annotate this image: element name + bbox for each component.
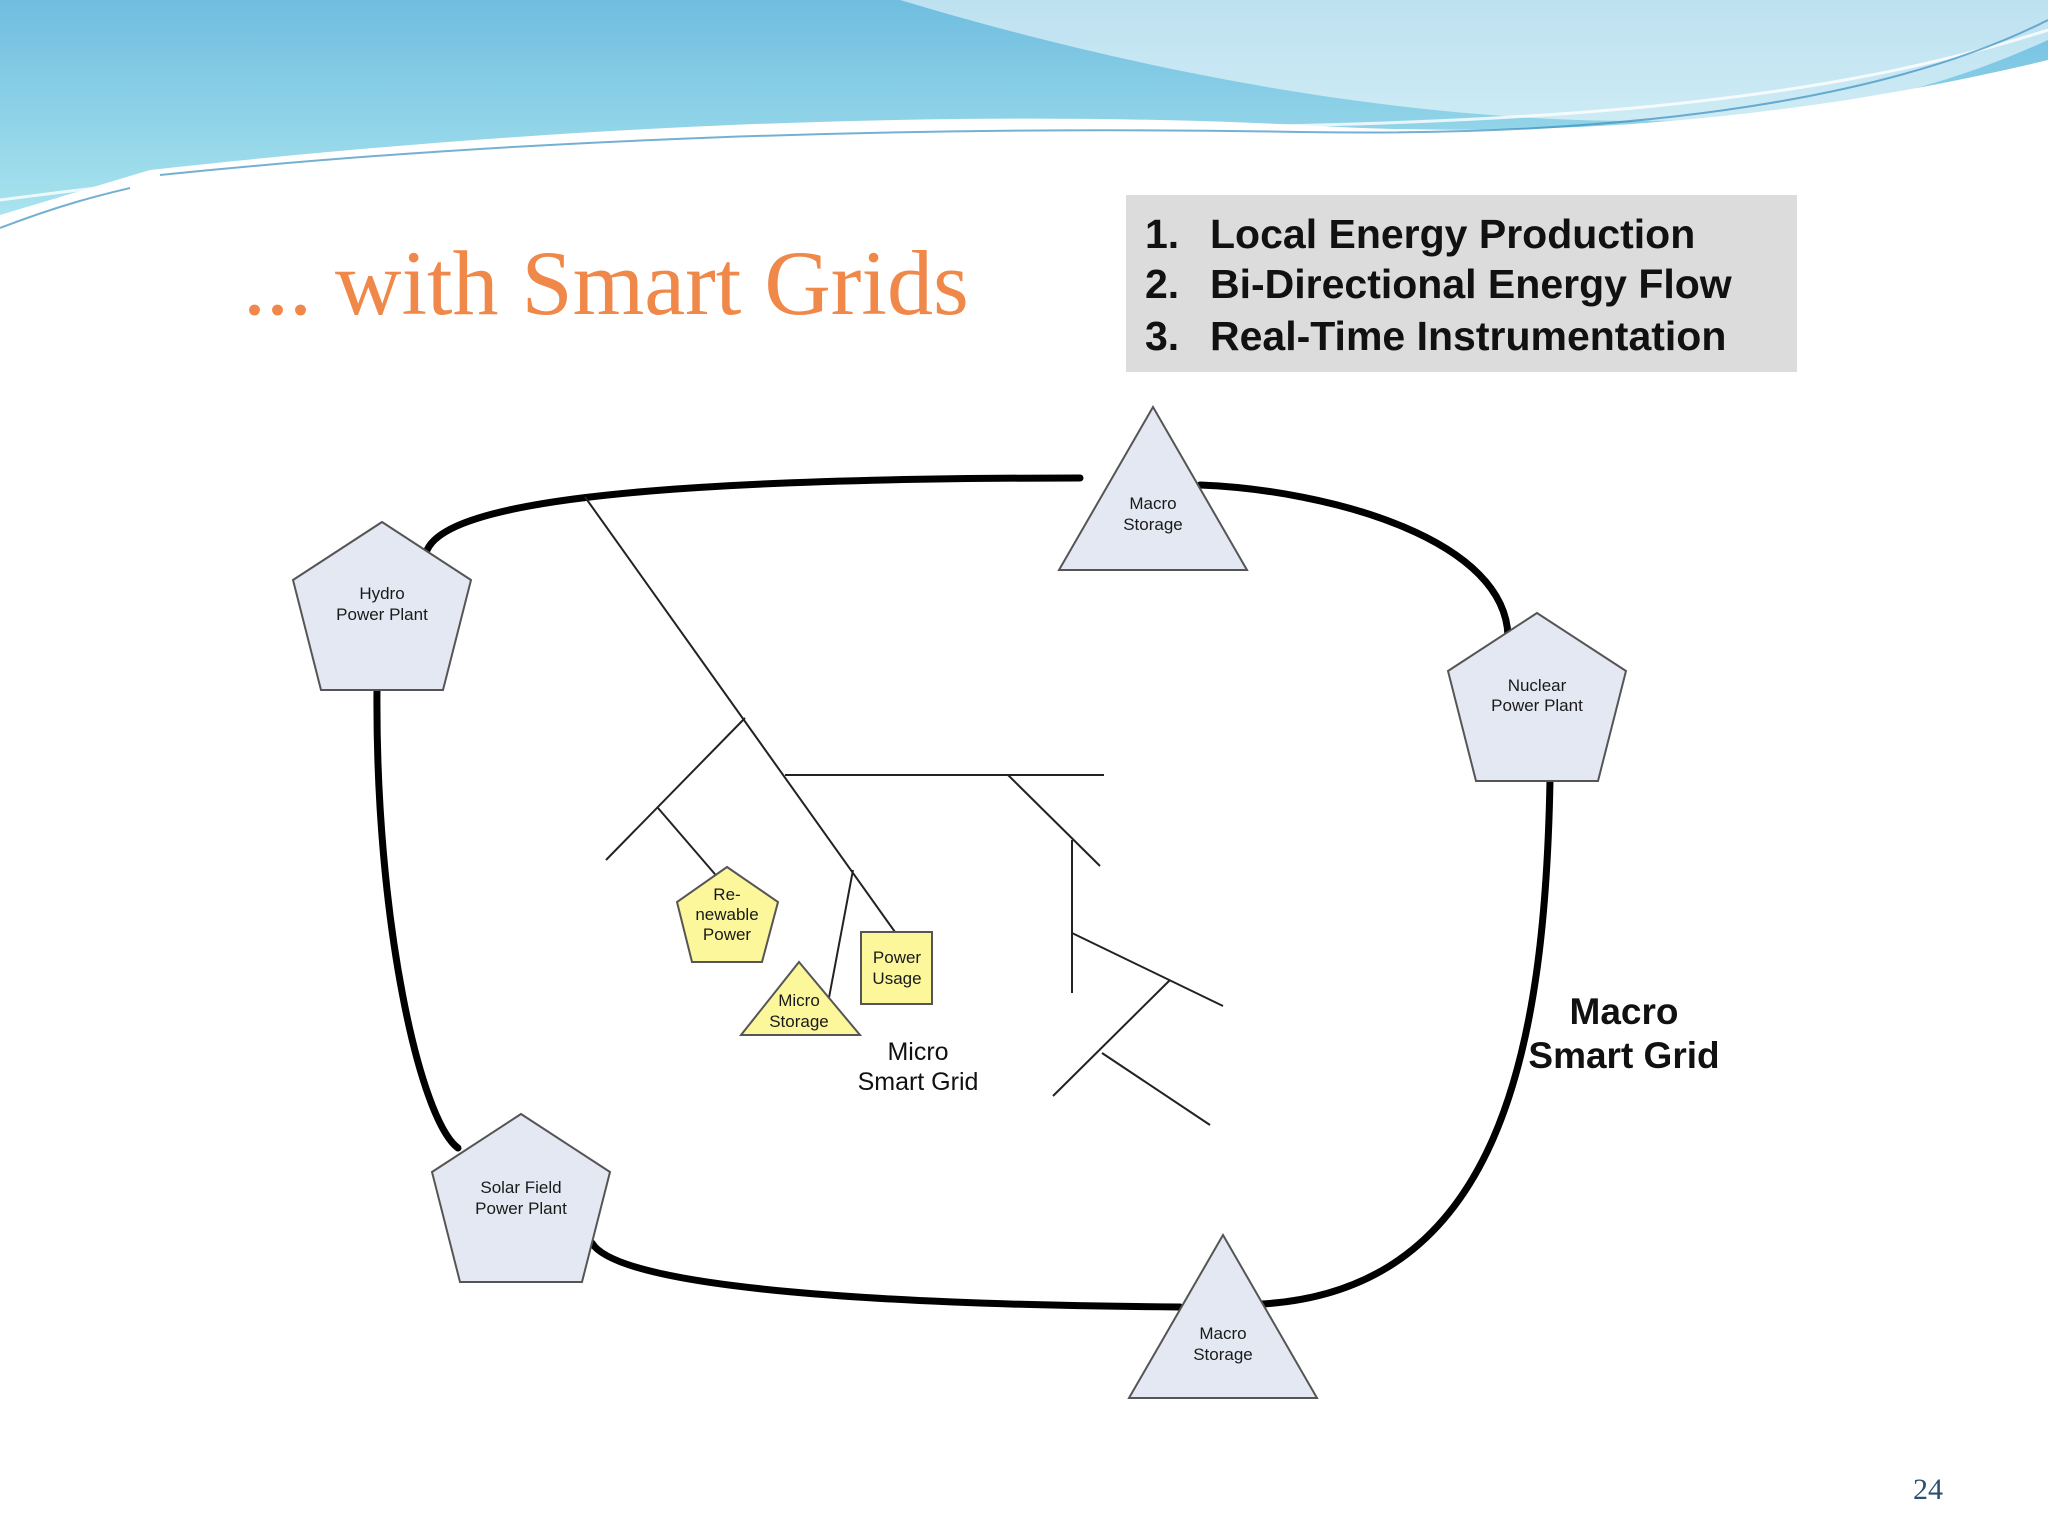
header-wave (0, 0, 2048, 229)
nuclear-power-plant: Nuclear Power Plant (1446, 611, 1628, 782)
page-title: ... with Smart Grids (243, 232, 969, 334)
legend-box: 1. Local Energy Production 2. Bi-Directi… (1126, 195, 1797, 372)
renewable-power: Re- newable Power (675, 865, 780, 963)
hydro-label-2: Power Plant (336, 605, 428, 624)
micro-grid-branches (584, 496, 1224, 1126)
micro-storage: Micro Storage (738, 960, 863, 1036)
macro-storage-top: Macro Storage (1057, 404, 1249, 571)
solar-field-power-plant: Solar Field Power Plant (430, 1112, 612, 1283)
micro-grid-label-1: Micro (887, 1038, 948, 1066)
macro-storage-top-label-2: Storage (1123, 515, 1183, 534)
macro-grid-ring (373, 474, 1554, 1311)
solar-label-1: Solar Field (480, 1178, 561, 1197)
macro-storage-bottom: Macro Storage (1127, 1232, 1319, 1399)
legend-item-3: Real-Time Instrumentation (1210, 313, 1726, 359)
solar-label-2: Power Plant (475, 1199, 567, 1218)
micro-storage-label-2: Storage (769, 1012, 829, 1031)
macro-storage-bottom-label-2: Storage (1193, 1345, 1253, 1364)
macro-storage-top-label-1: Macro (1129, 494, 1176, 513)
nuclear-label-1: Nuclear (1508, 676, 1567, 695)
legend-item-2: Bi-Directional Energy Flow (1210, 261, 1732, 307)
power-usage-label-2: Usage (872, 969, 921, 988)
hydro-power-plant: Hydro Power Plant (291, 520, 473, 691)
renewable-label-1: Re- (713, 885, 740, 904)
micro-storage-label-1: Micro (778, 991, 820, 1010)
legend-num-3: 3. (1145, 313, 1179, 359)
legend-num-1: 1. (1145, 211, 1179, 257)
hydro-label-1: Hydro (359, 584, 404, 603)
power-usage-label-1: Power (873, 948, 922, 967)
nuclear-label-2: Power Plant (1491, 696, 1583, 715)
renewable-label-2: newable (695, 905, 758, 924)
micro-grid-label-2: Smart Grid (858, 1068, 979, 1096)
macro-grid-label-1: Macro (1570, 991, 1679, 1032)
page-number: 24 (1913, 1473, 1943, 1506)
macro-grid-label-2: Smart Grid (1528, 1035, 1719, 1076)
renewable-label-3: Power (703, 925, 752, 944)
macro-storage-bottom-label-1: Macro (1199, 1324, 1246, 1343)
power-usage: Power Usage (860, 931, 933, 1005)
legend-num-2: 2. (1145, 261, 1179, 307)
legend-item-1: Local Energy Production (1210, 211, 1695, 257)
